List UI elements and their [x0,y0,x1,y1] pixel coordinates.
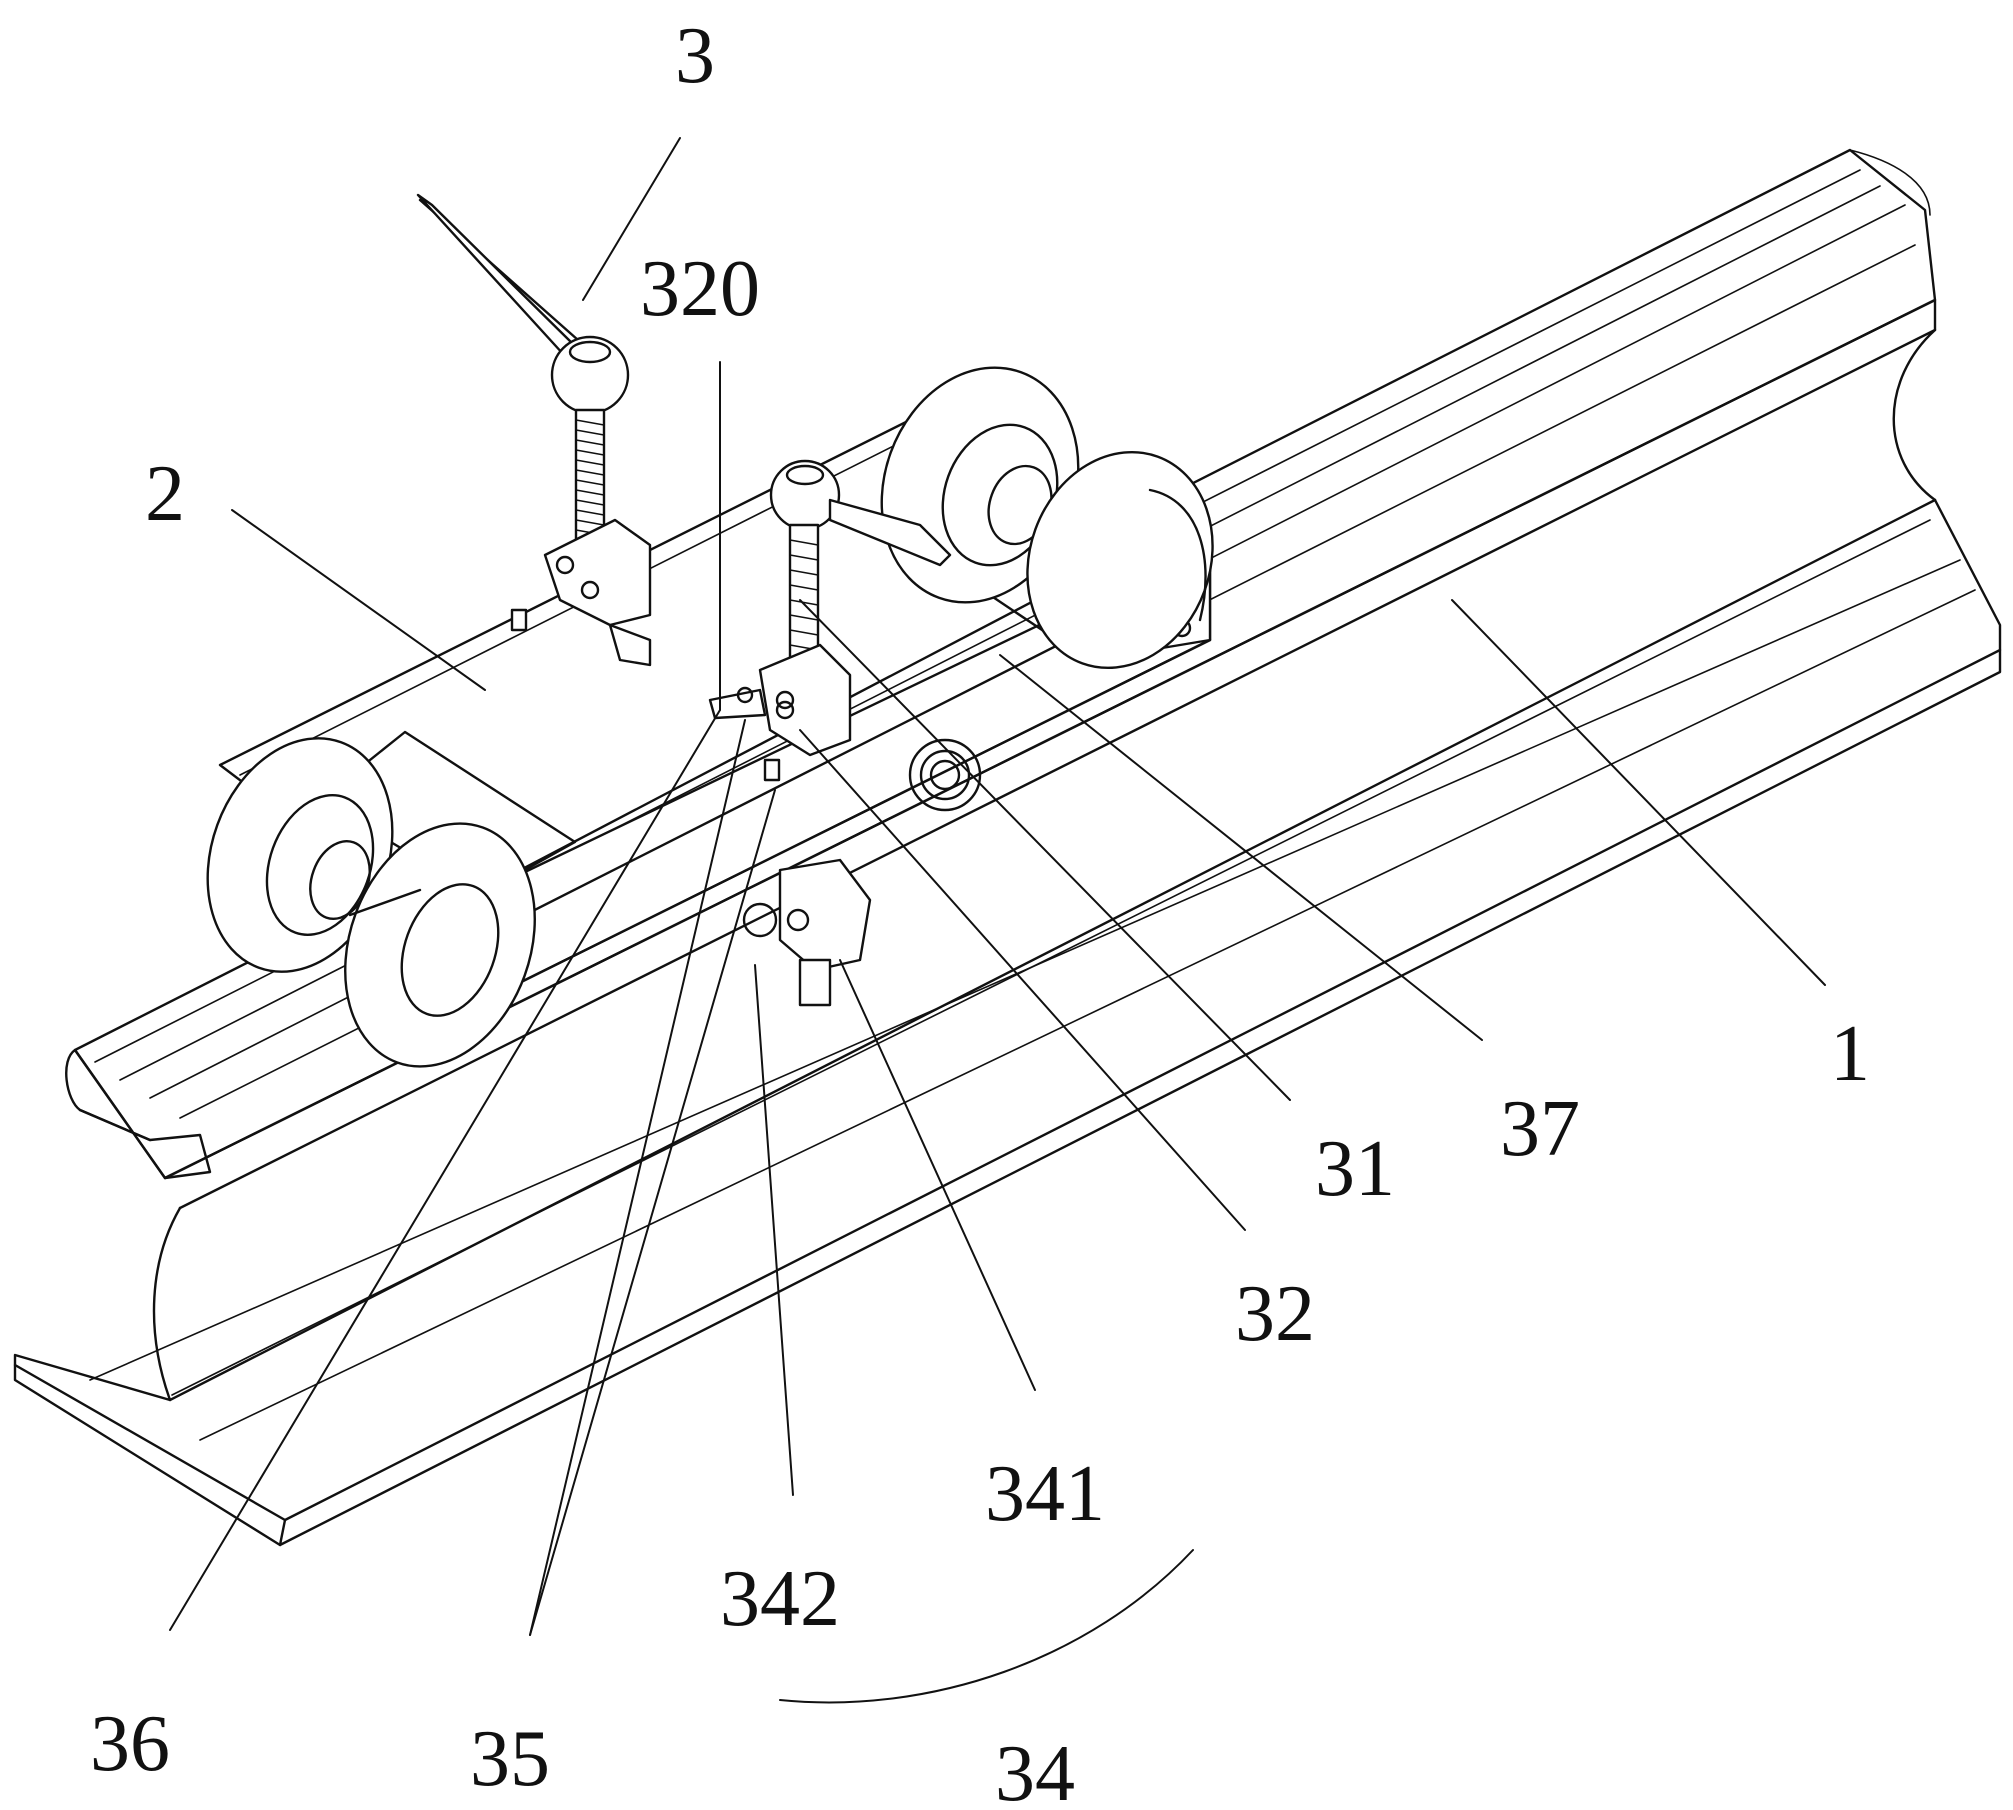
leader-lines [169,137,1826,1704]
front-wheel-right [344,822,536,1068]
reference-numerals: 3 320 2 1 37 31 32 341 342 36 35 34 [90,12,1870,1810]
leader-36 [169,709,721,1631]
centre-clamp-screw [708,459,952,1007]
leader-1 [1451,599,1826,986]
leader-35a [529,719,746,1636]
label-342: 342 [720,1555,840,1643]
leader-34 [779,1549,1194,1704]
rear-wheel-right [1026,450,1214,670]
leader-37 [999,654,1483,1041]
label-320: 320 [640,245,760,333]
leader-31 [799,599,1291,1101]
leader-341 [839,959,1036,1391]
label-341: 341 [985,1450,1105,1538]
label-34: 34 [995,1730,1075,1810]
label-32: 32 [1235,1270,1315,1358]
leader-342 [754,964,794,1496]
label-3: 3 [675,12,715,100]
leader-35b [529,789,776,1636]
label-31: 31 [1315,1125,1395,1213]
label-36: 36 [90,1700,170,1788]
label-37: 37 [1500,1085,1580,1173]
label-1: 1 [1830,1010,1870,1098]
leader-3 [582,137,681,301]
label-2: 2 [145,450,185,538]
leader-2 [231,509,486,691]
label-35: 35 [470,1715,550,1803]
leader-32 [799,729,1246,1231]
left-clamp-screw [416,193,652,667]
